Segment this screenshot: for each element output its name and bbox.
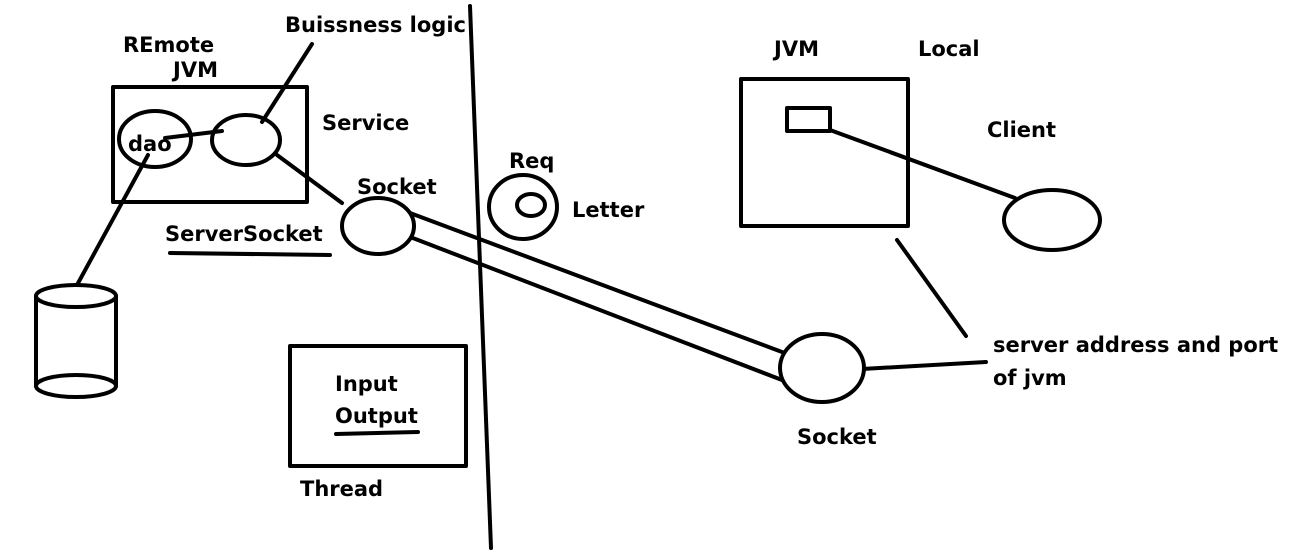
database-top	[34, 283, 118, 309]
local-jvm-label: JVM	[772, 37, 819, 61]
client-object-link	[828, 128, 1017, 200]
server-address-label-line2: of jvm	[993, 366, 1067, 390]
server-address-label-line1: server address and port	[993, 333, 1278, 357]
business-logic-ellipse	[210, 113, 282, 167]
server-socket-ellipse	[340, 196, 416, 256]
business-logic-label: Buissness logic	[285, 13, 466, 37]
dao-label: dao	[128, 132, 172, 156]
server-socket-label-top: Socket	[357, 175, 437, 199]
output-underline	[334, 430, 420, 436]
client-object-rect	[785, 106, 832, 133]
req-label: Req	[509, 149, 554, 173]
letter-label: Letter	[572, 198, 645, 222]
request-inner-ring	[515, 192, 547, 218]
serversocket-underline	[168, 251, 332, 257]
client-socket-label: Socket	[797, 425, 877, 449]
business-logic-pointer	[260, 42, 314, 124]
database-bottom	[34, 373, 118, 399]
local-label: Local	[918, 37, 980, 61]
serversocket-label: ServerSocket	[165, 222, 323, 246]
client-label: Client	[987, 118, 1056, 142]
client-ellipse	[1002, 188, 1102, 252]
thread-box	[288, 344, 468, 468]
network-divider-line	[468, 4, 493, 550]
output-label: Output	[335, 404, 418, 428]
remote-jvm-label: JVM	[171, 58, 218, 82]
remote-jvm-box	[111, 85, 309, 204]
dao-database-link	[75, 153, 150, 287]
server-address-pointer	[895, 238, 968, 338]
input-label: Input	[335, 372, 398, 396]
socket-pipe-bottom	[403, 233, 784, 382]
service-socket-link	[275, 153, 344, 205]
client-socket-link	[860, 360, 988, 371]
socket-pipe-top	[408, 211, 792, 357]
local-jvm-box	[739, 77, 910, 228]
dao-ellipse	[117, 109, 193, 169]
request-outer-ring	[487, 173, 559, 241]
dao-business-link	[163, 129, 224, 140]
client-socket-ellipse	[778, 332, 866, 404]
remote-label: REmote	[123, 33, 214, 57]
thread-label: Thread	[300, 477, 383, 501]
service-label: Service	[322, 111, 409, 135]
